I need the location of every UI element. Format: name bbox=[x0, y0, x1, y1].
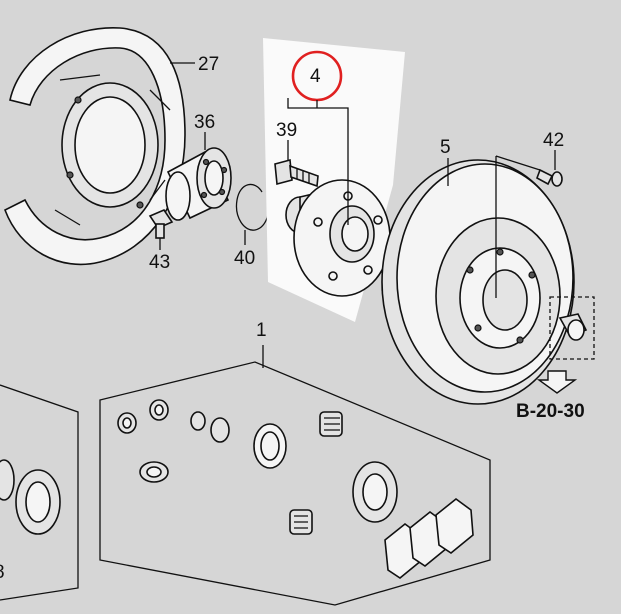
reference-label[interactable]: B-20-30 bbox=[516, 401, 585, 422]
callout-5: 5 bbox=[440, 137, 451, 158]
callout-1: 1 bbox=[256, 320, 267, 341]
callout-39: 39 bbox=[276, 120, 297, 141]
callout-36: 36 bbox=[194, 112, 215, 133]
reference-nut bbox=[549, 296, 595, 360]
hub-assembly bbox=[285, 179, 391, 297]
wheel-stud bbox=[274, 158, 319, 188]
callout-8: 8 bbox=[0, 562, 5, 583]
partial-left-assembly bbox=[0, 384, 79, 601]
bearing bbox=[165, 147, 232, 221]
brake-disc bbox=[381, 159, 575, 405]
callout-40: 40 bbox=[234, 248, 255, 269]
leader-42-disc bbox=[495, 155, 541, 298]
reference-arrow-icon bbox=[536, 370, 578, 394]
splash-shield bbox=[3, 27, 186, 266]
snap-ring bbox=[235, 183, 270, 231]
kit-components bbox=[117, 399, 474, 579]
kit-outline bbox=[99, 361, 491, 606]
callout-42: 42 bbox=[543, 130, 564, 151]
disc-screw bbox=[536, 168, 563, 187]
callout-4: 4 bbox=[310, 66, 321, 87]
leader-4 bbox=[287, 98, 349, 225]
callout-43: 43 bbox=[149, 252, 170, 273]
callout-27: 27 bbox=[198, 54, 219, 75]
